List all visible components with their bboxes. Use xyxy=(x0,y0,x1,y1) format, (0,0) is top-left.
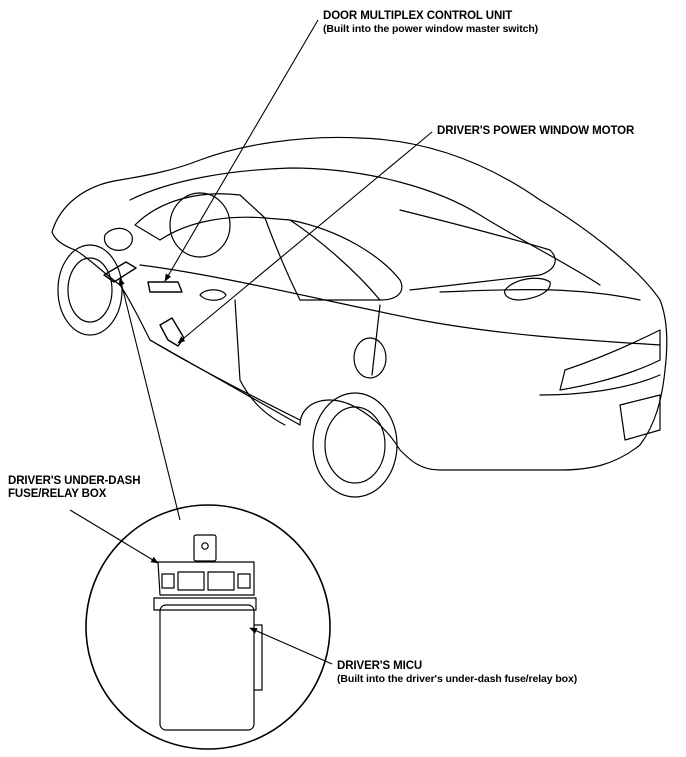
door-handle xyxy=(199,289,227,301)
trunk-lid xyxy=(439,288,641,301)
leader-door-mcu xyxy=(164,19,319,282)
door-mcu-subtitle: (Built into the power window master swit… xyxy=(323,22,539,35)
door-mcu-callout: DOOR MULTIPLEX CONTROL UNIT (Built into … xyxy=(323,10,538,35)
micu-body xyxy=(159,604,255,731)
front-wheel xyxy=(57,244,123,336)
leader-fuse-box-inset xyxy=(69,509,159,564)
window-motor-component xyxy=(159,317,185,347)
car-body-outline xyxy=(51,136,668,471)
windshield xyxy=(134,193,266,241)
window-motor-callout: DRIVER'S POWER WINDOW MOTOR xyxy=(437,125,634,138)
rear-wheel xyxy=(312,392,398,498)
fuel-door xyxy=(353,337,387,379)
master-switch-component xyxy=(147,281,183,293)
fuse-box-callout: DRIVER'S UNDER-DASH FUSE/RELAY BOX xyxy=(8,475,141,500)
side-window-rear xyxy=(289,219,403,301)
micu-subtitle: (Built into the driver's under-dash fuse… xyxy=(337,672,578,685)
connector-hole xyxy=(201,542,209,550)
steering-wheel xyxy=(169,192,231,258)
inset-circle xyxy=(85,504,331,750)
leader-micu xyxy=(249,627,333,665)
rear-bumper xyxy=(539,374,661,396)
fuse-slot-2 xyxy=(177,571,205,591)
fuse-box-line2: FUSE/RELAY BOX xyxy=(8,487,107,500)
rear-wheel-rim xyxy=(324,406,386,484)
side-mirror xyxy=(103,227,133,251)
fuse-slot-1 xyxy=(161,573,175,589)
micu-housing xyxy=(153,597,257,611)
fuse-box-line1: DRIVER'S UNDER-DASH xyxy=(8,475,141,487)
fuse-slot-4 xyxy=(237,573,251,589)
taillight xyxy=(559,329,661,391)
license-plate xyxy=(619,394,661,441)
side-window-front xyxy=(264,217,381,301)
micu-title: DRIVER'S MICU xyxy=(337,660,423,672)
micu-callout: DRIVER'S MICU (Built into the driver's u… xyxy=(337,660,577,685)
rocker-line xyxy=(149,339,301,421)
fuse-box-component xyxy=(103,261,137,283)
leader-window-motor xyxy=(177,131,433,344)
connector-tab xyxy=(193,534,217,562)
front-wheel-rim xyxy=(67,257,113,323)
window-motor-title: DRIVER'S POWER WINDOW MOTOR xyxy=(437,125,635,137)
belt-line xyxy=(139,264,661,346)
micu-connector xyxy=(253,624,263,691)
fuse-slot-3 xyxy=(207,571,235,591)
leader-fuse-box-car xyxy=(118,277,181,521)
door-mcu-title: DOOR MULTIPLEX CONTROL UNIT xyxy=(323,10,513,22)
door-line-front xyxy=(234,299,286,426)
fuse-box-body xyxy=(157,561,255,596)
rear-window xyxy=(399,209,556,291)
stop-lamp xyxy=(504,277,551,301)
roof-line xyxy=(129,167,601,286)
